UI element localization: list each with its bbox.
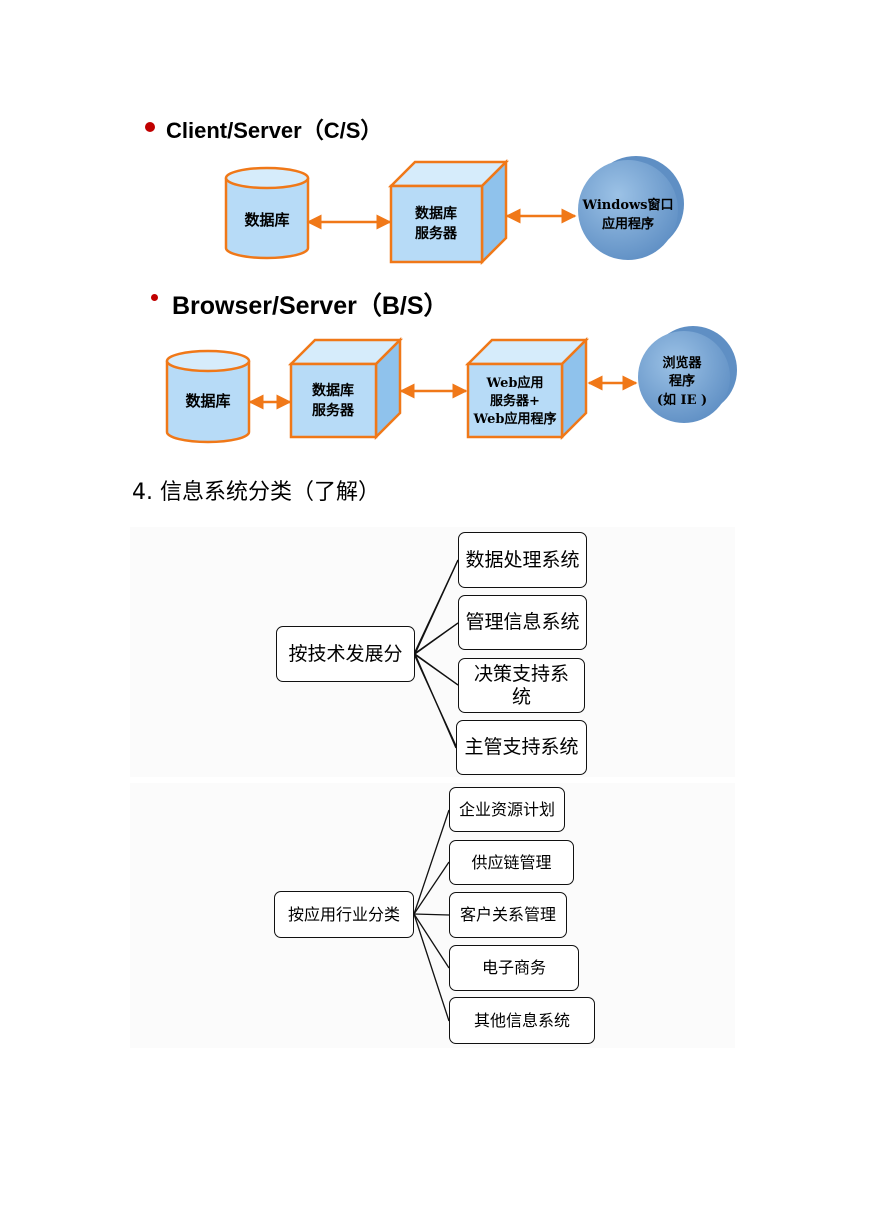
bullet-dot	[151, 294, 158, 301]
bs-browser-label-1: 浏览器	[662, 355, 702, 371]
bs-web-label-1: Web应用	[486, 375, 544, 391]
tree-tech-child: 决策支持系统	[458, 658, 585, 713]
bs-web-server-cube	[464, 336, 590, 441]
cs-title: Client/Server（C/S）	[166, 118, 383, 143]
tree-industry-child: 电子商务	[449, 945, 579, 991]
tree-industry-child: 客户关系管理	[449, 892, 567, 938]
tree-industry-child: 供应链管理	[449, 840, 574, 885]
cs-client-sphere	[578, 156, 684, 260]
cs-server-cube	[387, 158, 510, 266]
tree-tech-root: 按技术发展分	[276, 626, 415, 682]
tree-tech-child: 数据处理系统	[458, 532, 587, 588]
tree-tech-child: 主管支持系统	[456, 720, 587, 775]
tree-tech-child: 管理信息系统	[458, 595, 587, 650]
bs-web-label-2: 服务器+	[490, 393, 540, 409]
cs-database-cylinder	[224, 166, 310, 260]
bullet-dot	[145, 122, 155, 132]
bs-browser-label-3: (如 IE )	[657, 392, 707, 408]
tree-industry-child: 企业资源计划	[449, 787, 565, 832]
cs-server-label-1: 数据库	[415, 205, 457, 222]
tree-industry-child: 其他信息系统	[449, 997, 595, 1044]
cs-server-label-2: 服务器	[415, 225, 458, 242]
cs-db-label: 数据库	[244, 211, 289, 229]
bs-server-label-1: 数据库	[312, 382, 354, 399]
cs-diagram: 数据库 数据库 服务器 Windows窗口 应用程序	[224, 156, 684, 266]
bs-browser-label-2: 程序	[669, 373, 695, 389]
bs-server-cube	[287, 336, 404, 441]
bs-browser-sphere	[638, 326, 737, 423]
bs-diagram: 数据库 数据库 服务器 Web应用 服务器+ Web应用程序 浏览器 程序 (如…	[165, 326, 737, 444]
bs-db-label: 数据库	[185, 392, 230, 410]
cs-client-label-2: 应用程序	[602, 216, 654, 232]
tree-industry-root: 按应用行业分类	[274, 891, 414, 938]
bs-title: Browser/Server（B/S）	[172, 292, 449, 320]
bs-database-cylinder	[165, 349, 251, 444]
bs-server-label-2: 服务器	[312, 402, 355, 419]
section-heading: 4. 信息系统分类（了解）	[132, 480, 380, 505]
cs-client-label-1: Windows窗口	[581, 197, 673, 213]
bs-web-label-3: Web应用程序	[473, 411, 557, 427]
tree-industry-panel	[130, 783, 735, 1048]
